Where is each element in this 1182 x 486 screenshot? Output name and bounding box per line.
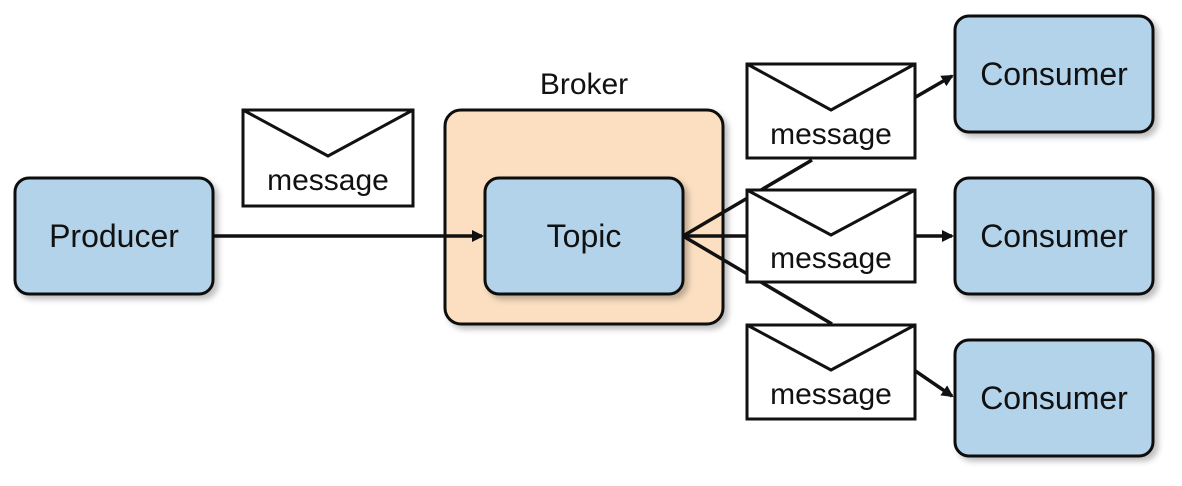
topic-box [483, 176, 685, 296]
consumer-box [953, 338, 1155, 458]
topic-label: Topic [547, 218, 622, 254]
message-label: message [770, 378, 892, 411]
consumer-box [953, 176, 1155, 296]
envelope-flap-icon [746, 62, 916, 112]
message-label: message [267, 164, 389, 197]
consumer-label: Consumer [980, 56, 1128, 92]
envelope-flap-icon [746, 323, 916, 372]
topic-node: Topic [483, 176, 685, 296]
envelope-flap-icon [242, 108, 414, 158]
consumer-node: Consumer [953, 14, 1155, 134]
consumer-node: Consumer [953, 176, 1155, 296]
message-envelope: message [745, 188, 917, 284]
message-label: message [770, 242, 892, 275]
producer-label: Producer [49, 218, 179, 254]
consumer-node: Consumer [953, 338, 1155, 458]
producer-node: Producer [13, 176, 215, 296]
message-envelope: message [745, 62, 917, 160]
message-to-consumer-top-arrow [913, 74, 954, 100]
envelope-flap-icon [746, 188, 916, 237]
message-to-consumer-bottom-arrow [913, 368, 954, 398]
consumer-label: Consumer [980, 218, 1128, 254]
producer-box [13, 176, 215, 296]
broker-label: Broker [540, 68, 628, 101]
consumer-label: Consumer [980, 380, 1128, 416]
message-envelope: message [241, 108, 415, 208]
consumer-box [953, 14, 1155, 134]
message-label: message [770, 118, 892, 151]
message-envelope: message [745, 323, 917, 421]
